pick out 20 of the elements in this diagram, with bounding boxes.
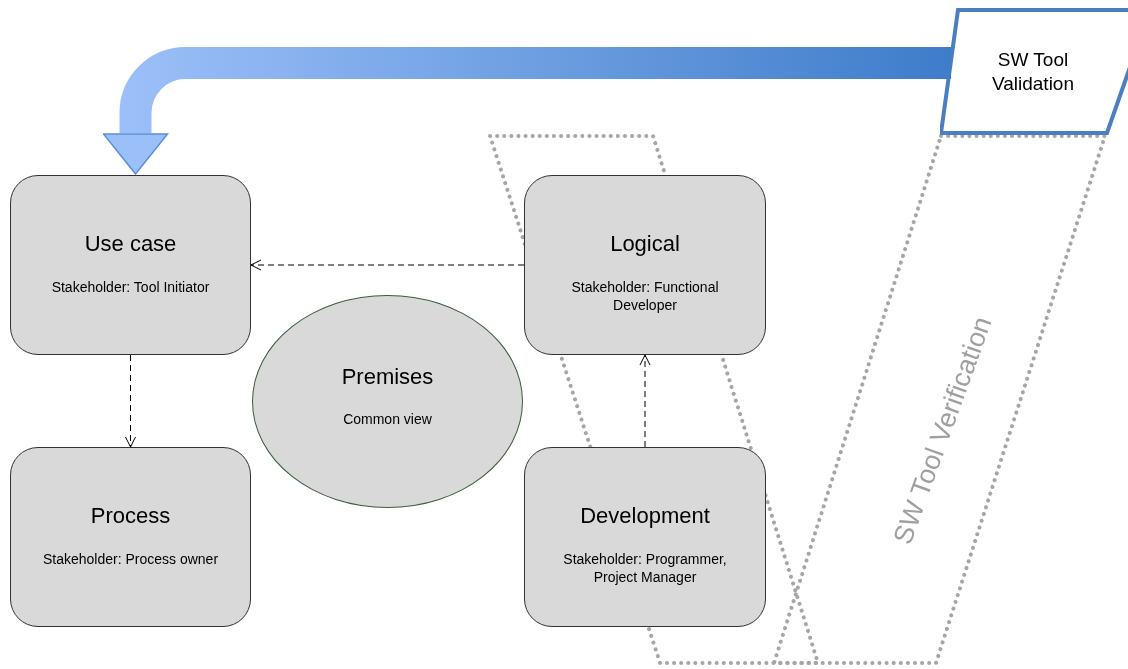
node-subtitle: Stakeholder: Programmer, Project Manager	[562, 549, 728, 586]
node-title: Development	[580, 502, 710, 530]
node-title: Use case	[84, 230, 177, 258]
parallelogram-node	[940, 8, 1128, 135]
dashed-arrow	[250, 259, 525, 271]
dashed-arrow	[125, 354, 136, 448]
node-subtitle: Stakeholder: Functional Developer	[570, 277, 720, 314]
node-subtitle: Common view	[343, 410, 432, 429]
node-title: Premises	[341, 362, 434, 391]
dashed-arrow	[639, 354, 651, 448]
rounded-box	[524, 447, 766, 627]
rounded-box	[10, 175, 251, 355]
node-title: SW Tool Validation	[990, 47, 1075, 96]
node-subtitle: Stakeholder: Process owner	[42, 549, 219, 568]
rounded-box	[10, 447, 251, 627]
rounded-box	[524, 175, 766, 355]
node-title: Logical	[610, 230, 680, 258]
node-title: Process	[90, 502, 171, 530]
feedback-arrow	[102, 47, 951, 175]
node-subtitle: Stakeholder: Tool Initiator	[51, 277, 210, 296]
